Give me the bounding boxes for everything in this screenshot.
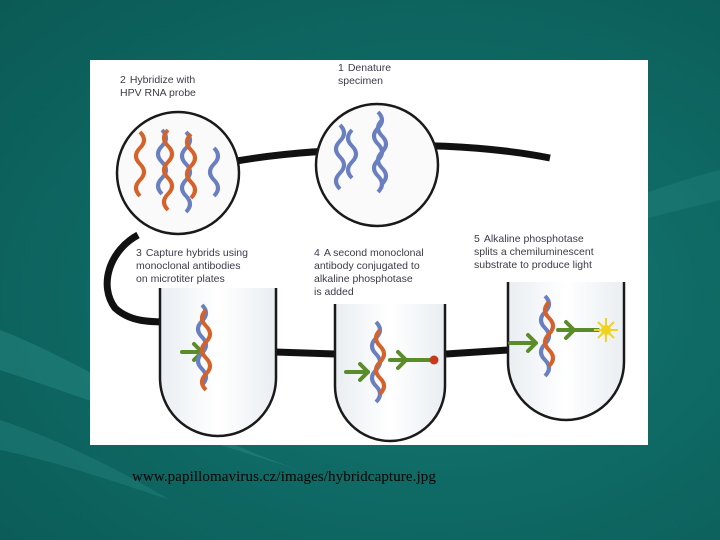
step-2-number: 2 — [120, 74, 126, 86]
microtiter-well-3 — [160, 288, 276, 436]
step-1-number: 1 — [338, 62, 344, 74]
image-source-caption: www.papillomavirus.cz/images/hybridcaptu… — [132, 469, 436, 486]
denature-circle — [316, 104, 438, 226]
step-5-text: Alkaline phosphotase splits a chemilumin… — [474, 233, 594, 271]
step-5-number: 5 — [474, 233, 480, 245]
step-3-text: Capture hybrids using monoclonal antibod… — [136, 247, 248, 285]
step-2-text: Hybridize with HPV RNA probe — [120, 74, 196, 99]
microtiter-well-4 — [335, 304, 445, 441]
step-4-text: A second monoclonal antibody conjugated … — [314, 247, 424, 298]
step-4-number: 4 — [314, 247, 320, 259]
step-1-text: Denature specimen — [338, 62, 391, 87]
hybridize-circle — [117, 112, 239, 234]
microtiter-well-5 — [508, 282, 624, 420]
step-3-number: 3 — [136, 247, 142, 259]
